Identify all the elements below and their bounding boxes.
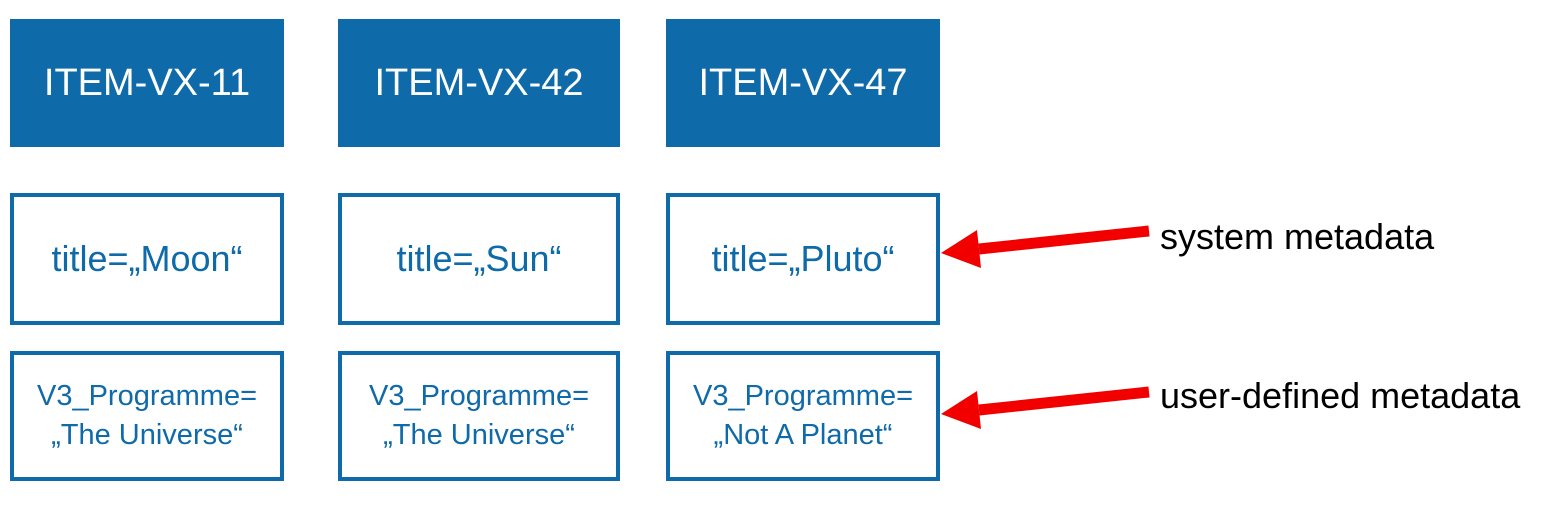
user-metadata-text: V3_Programme= „The Universe“ [369,377,589,455]
system-metadata-box: title=„Sun“ [338,193,620,325]
user-metadata-text: V3_Programme= „Not A Planet“ [693,377,913,455]
system-metadata-box: title=„Moon“ [10,193,284,325]
user-metadata-arrow-icon [941,386,1150,429]
item-id-header: ITEM-VX-47 [666,19,940,147]
user-metadata-text: V3_Programme= „The Universe“ [37,377,257,455]
user-metadata-line: „The Universe“ [51,419,243,451]
user-defined-metadata-label: user-defined metadata [1160,375,1521,416]
system-metadata-arrow-icon [941,225,1150,268]
item-id-header: ITEM-VX-11 [10,19,284,147]
user-metadata-line: „The Universe“ [383,419,575,451]
item-id-header: ITEM-VX-42 [338,19,620,147]
user-metadata-box: V3_Programme= „The Universe“ [338,351,620,481]
user-metadata-line: V3_Programme= [692,380,914,412]
user-metadata-box: V3_Programme= „Not A Planet“ [666,351,940,481]
user-metadata-line: V3_Programme= [368,380,590,412]
system-metadata-box: title=„Pluto“ [666,193,940,325]
user-metadata-box: V3_Programme= „The Universe“ [10,351,284,481]
user-metadata-line: „Not A Planet“ [713,419,893,451]
user-metadata-line: V3_Programme= [36,380,258,412]
system-metadata-label: system metadata [1160,216,1435,257]
